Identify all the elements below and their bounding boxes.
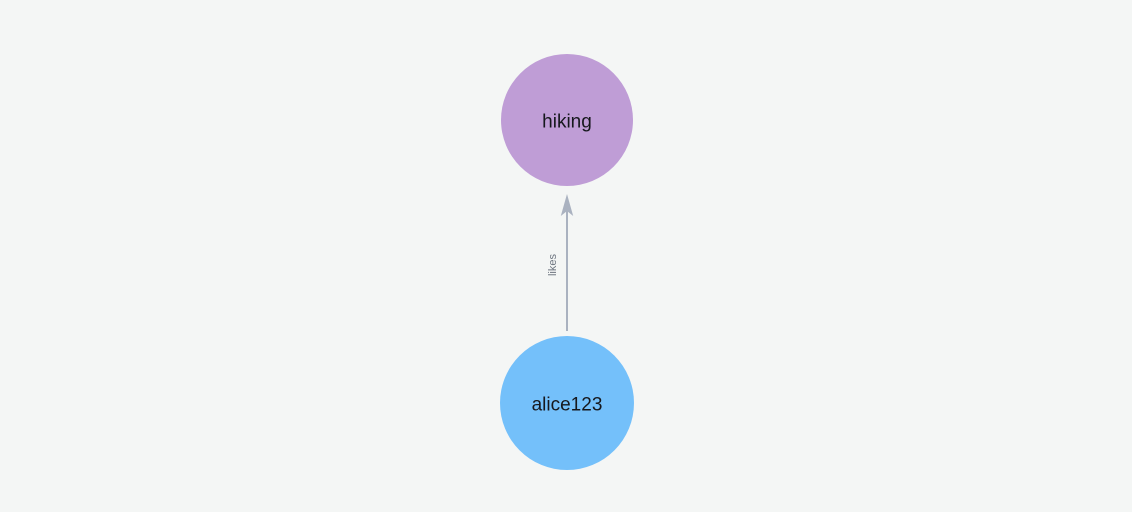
- node-label-alice123: alice123: [532, 395, 603, 416]
- graph-edge-alice123-likes-hiking[interactable]: likes: [547, 194, 574, 331]
- node-circle-hiking[interactable]: [501, 54, 633, 186]
- node-label-hiking: hiking: [542, 112, 592, 133]
- graph-node-hiking[interactable]: hiking: [501, 54, 633, 186]
- node-circle-alice123[interactable]: [500, 336, 634, 470]
- edge-arrowhead-icon: [560, 194, 574, 216]
- edge-label-likes: likes: [547, 254, 559, 277]
- graph-node-alice123[interactable]: alice123: [500, 336, 634, 470]
